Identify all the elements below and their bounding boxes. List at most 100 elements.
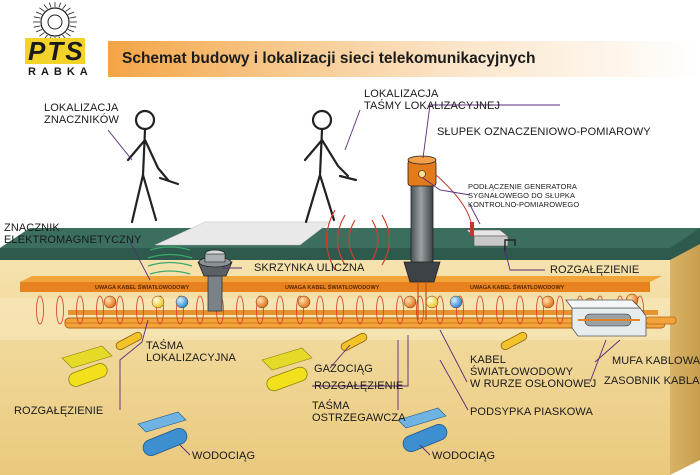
label-kabel-2: ŚWIATŁOWODOWY [470, 366, 574, 378]
cable-joint-icon [565, 299, 647, 337]
field-loop [136, 295, 144, 325]
field-loop [336, 295, 344, 325]
title-bar [108, 41, 700, 77]
sun-ray [35, 29, 43, 33]
field-loop [56, 295, 64, 325]
sun-ray [33, 25, 41, 28]
field-loop [196, 295, 204, 325]
field-loop [96, 295, 104, 325]
gas-pipe-icon [61, 345, 313, 392]
sun-ray [39, 32, 45, 37]
field-loop [476, 295, 484, 325]
logo-badge [25, 38, 85, 64]
field-loop [516, 295, 524, 325]
field-loop [156, 295, 164, 325]
soil-side [670, 244, 700, 475]
label-podlaczenie-1: PODŁĄCZENIE GENERATORA [468, 182, 578, 191]
field-loop [416, 295, 424, 325]
marker-ball-icon [425, 295, 439, 309]
field-loop [396, 295, 404, 325]
marker-ball-icon [175, 295, 189, 309]
field-loop [36, 295, 44, 325]
sun-logo-icon [40, 7, 70, 37]
field-loop [176, 295, 184, 325]
label-skrzynka: SKRZYNKA ULICZNA [254, 262, 365, 274]
label-lokalizacja-znacznikow-2: ZNACZNIKÓW [44, 114, 119, 126]
label-wodociag-right: WODOCIĄG [432, 450, 496, 462]
label-zasobnik: ZASOBNIK KABLA [604, 375, 700, 387]
label-tasma-ostrzegawcza-1: TAŚMA [312, 400, 350, 412]
label-wodociag-left: WODOCIĄG [192, 450, 256, 462]
field-loop [536, 295, 544, 325]
sun-ray [62, 4, 67, 10]
sun-ray [65, 32, 71, 37]
marker-ball-icon [297, 295, 311, 309]
label-kabel-3: W RURZE OSŁONOWEJ [470, 378, 597, 390]
sun-ray [69, 16, 77, 19]
warning-tape [20, 276, 662, 282]
marker-ball-icon [255, 295, 269, 309]
label-lokalizacja-tasmy-1: LOKALIZACJA [364, 88, 439, 100]
leader-lines [107, 104, 621, 456]
label-tasma-ostrzegawcza-2: OSTRZEGAWCZA [312, 412, 406, 424]
walker-icon [303, 109, 358, 224]
sun-ray [39, 7, 45, 12]
label-podlaczenie-3: KONTROLNO-POMIAROWEGO [468, 200, 580, 209]
label-gazociag: GAZOCIĄG [314, 363, 373, 375]
label-podlaczenie-2: SYGNAŁOWEGO DO SŁUPKA [468, 191, 576, 200]
sun-ray [35, 11, 43, 15]
label-lokalizacja-tasmy-2: TAŚMY LOKALIZACYJNEJ [364, 100, 501, 112]
sun-ray [67, 11, 75, 15]
field-loop [456, 295, 464, 325]
sun-ray [69, 25, 77, 28]
tape-text: UWAGA KABEL ŚWIATŁOWODOWY [470, 284, 565, 291]
post-icon [403, 155, 441, 320]
field-loop [316, 295, 324, 325]
branch-icon [504, 239, 516, 252]
sun-ray [65, 7, 71, 12]
label-znacznik-1: ZNACZNIK [4, 222, 60, 234]
label-tasma-lokalizacyjna-1: TAŚMA [146, 340, 184, 352]
marker-ball-icon [403, 295, 417, 309]
water-pipe-icon [137, 407, 448, 457]
label-tasma-lokalizacyjna-2: LOKALIZACYJNA [146, 352, 236, 364]
label-mufa: MUFA KABLOWA [612, 355, 700, 367]
marker-ball-icon [449, 295, 463, 309]
sun-ray [33, 16, 41, 19]
field-loop [276, 295, 284, 325]
signal-waves-icon [147, 246, 193, 275]
logo-city: RABKA [28, 66, 93, 78]
gas-branch-icon [115, 331, 528, 352]
sun-ray [43, 4, 48, 10]
field-loop [556, 295, 564, 325]
field-loop [436, 295, 444, 325]
sun-ray [67, 29, 75, 33]
locating-tape [68, 310, 658, 315]
label-znacznik-2: ELEKTROMAGNETYCZNY [4, 234, 142, 246]
label-lokalizacja-znacznikow-1: LOKALIZACJA [44, 102, 119, 114]
field-loop [236, 295, 244, 325]
label-rozgalezienie-left: ROZGAŁĘZIENIE [14, 405, 104, 417]
soil-front [0, 260, 670, 475]
marker-ball-icon [541, 295, 555, 309]
pavement [154, 221, 331, 246]
field-loop [116, 295, 124, 325]
tape-text: UWAGA KABEL ŚWIATŁOWODOWY [95, 284, 190, 291]
field-loop [296, 295, 304, 325]
tape-text: UWAGA KABEL ŚWIATŁOWODOWY [285, 284, 380, 291]
marker-ball-icon [151, 295, 165, 309]
label-kabel-1: KABEL [470, 354, 506, 366]
sun-ray [48, 2, 52, 8]
field-loop [76, 295, 84, 325]
field-loop [496, 295, 504, 325]
street-box-icon [197, 249, 233, 312]
marker-ball-icon [103, 295, 117, 309]
signal-waves-icon [326, 209, 391, 271]
label-rozgalezienie-right: ROZGAŁĘZIENIE [550, 264, 640, 276]
label-slupek: SŁUPEK OZNACZENIOWO-POMIAROWY [437, 126, 651, 138]
page-title: Schemat budowy i lokalizacji sieci telek… [122, 50, 536, 67]
logo-brand: PTS [28, 36, 85, 66]
generator-icon [435, 174, 509, 247]
label-rozgalezienie-mid: ROZGAŁĘZIENIE [314, 380, 404, 392]
